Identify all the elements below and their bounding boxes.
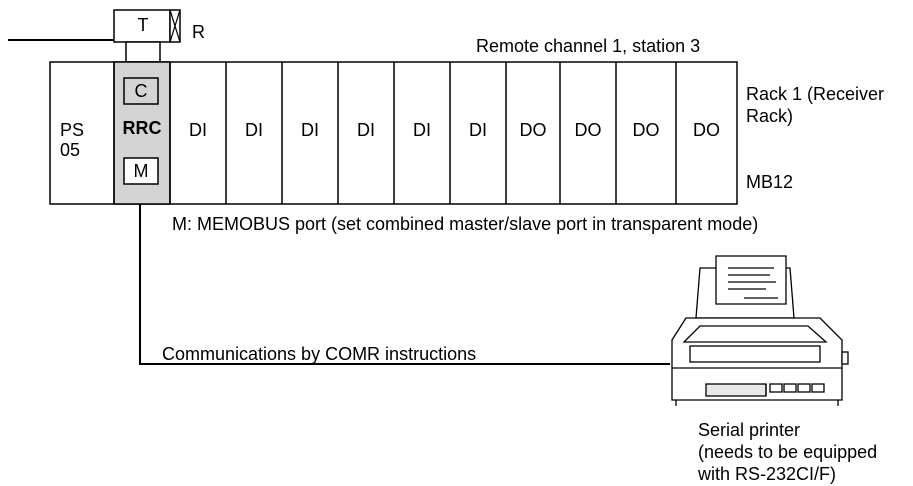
rack-header: Remote channel 1, station 3 — [476, 36, 701, 56]
comr-cable — [139, 204, 670, 365]
terminator-r-label: R — [192, 22, 205, 42]
module-label: DI — [301, 120, 319, 140]
rack-name-line2: Rack) — [746, 106, 794, 126]
module-label: DI — [189, 120, 207, 140]
port-m-label: M — [133, 161, 149, 181]
module-label: DO — [632, 120, 660, 140]
rrc-label: RRC — [122, 118, 162, 138]
module-label: DI — [469, 120, 487, 140]
module-label: DO — [693, 120, 720, 140]
terminator-label: T — [137, 15, 149, 35]
module-label: DO — [519, 120, 547, 140]
serial-printer-icon — [671, 255, 849, 406]
port-c-label: C — [134, 81, 148, 101]
rack-base-label: MB12 — [746, 172, 794, 192]
ps-label-line1: PS — [60, 120, 85, 140]
comr-link-label: Communications by COMR instructions — [162, 344, 477, 364]
rack-name-line1: Rack 1 (Receiver — [746, 84, 885, 104]
module-label: DI — [245, 120, 263, 140]
slot-dividers — [113, 62, 677, 204]
terminator-resistor-icon-x2 — [169, 9, 181, 43]
port-m-box — [123, 157, 159, 185]
memobus-note: M: MEMOBUS port (set combined master/sla… — [172, 214, 759, 234]
printer-caption-line2: (needs to be equipped — [698, 442, 878, 462]
module-label: DI — [413, 120, 431, 140]
terminator-neck — [125, 41, 161, 63]
printer-caption-line1: Serial printer — [698, 420, 801, 440]
printer-caption-line3: with RS-232CI/F) — [698, 464, 837, 484]
module-label: DI — [357, 120, 375, 140]
port-c-box — [123, 77, 159, 105]
module-label: DO — [574, 120, 602, 140]
ps-label-line2: 05 — [60, 140, 81, 160]
